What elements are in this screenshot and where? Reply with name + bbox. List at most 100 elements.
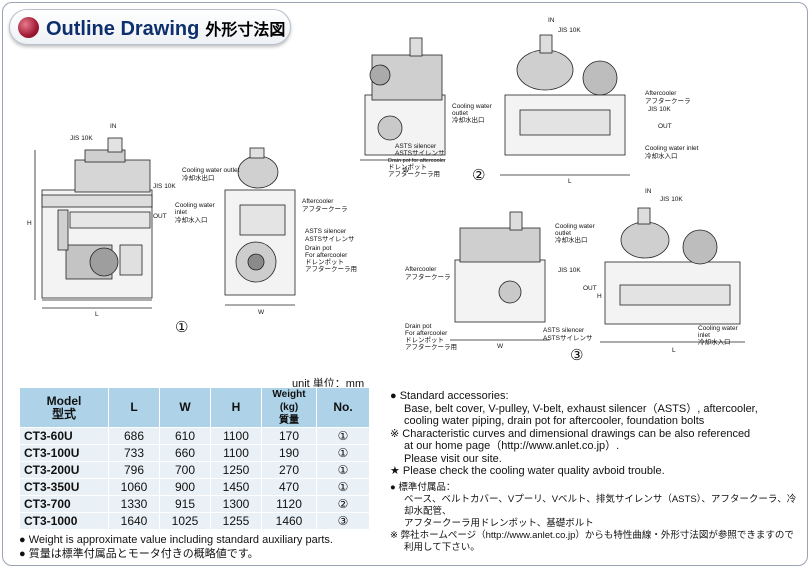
d3-drain-en1: Drain pot xyxy=(405,323,432,330)
d2-cw-inlet-jp: 冷却水入口 xyxy=(645,151,678,160)
d3-in-label: IN xyxy=(645,188,652,195)
d3-aftercooler-en: Aftercooler xyxy=(405,266,437,273)
d3-cw-inlet-en2: inlet xyxy=(698,332,710,339)
spec-cell-no: ① xyxy=(316,427,370,445)
d1-cw-inlet-en2: inlet xyxy=(175,209,187,216)
d2-asts-en: ASTS silencer xyxy=(395,143,437,150)
jp-std-title: ● 標準付属品： xyxy=(390,481,456,493)
spec-cell-l: 796 xyxy=(108,461,160,479)
d2-jis2-label: JIS 10K xyxy=(648,106,671,113)
d1-drain-en1: Drain pot xyxy=(305,245,332,252)
drawing-3-front-view xyxy=(600,207,745,343)
col-w: W xyxy=(159,387,211,428)
d3-drain-jp: ドレンポット xyxy=(405,336,444,344)
spec-cell-model: CT3-60U xyxy=(19,427,109,445)
col-weight: Weight (kg)質量 xyxy=(261,387,317,428)
d2-jis-label: JIS 10K xyxy=(558,27,581,34)
drawing-1-front-view xyxy=(224,147,296,306)
d2-asts-jp: ASTSサイレンサ xyxy=(395,149,444,157)
std-body-1: Base, belt cover, V-pulley, V-belt, exha… xyxy=(404,402,758,415)
drawing-2-side-view xyxy=(360,37,446,161)
d1-cw-outlet-jp: 冷却水出口 xyxy=(182,173,215,182)
d3-drain-en2: For aftercooler xyxy=(405,330,448,337)
spec-cell-weight: 1120 xyxy=(261,495,317,513)
d1-cw-outlet-en: Cooling water outlet xyxy=(182,167,240,174)
spec-cell-w: 915 xyxy=(159,495,211,513)
d2-in-label: IN xyxy=(548,17,555,24)
d2-drain-jp2: アフタークーラ用 xyxy=(388,169,440,178)
spec-cell-l: 733 xyxy=(108,444,160,462)
weight-note-jp: ● 質量は標準付属品とモータ付きの概略値です。 xyxy=(19,548,259,560)
bullet-icon xyxy=(18,17,39,38)
spec-cell-no: ① xyxy=(316,461,370,479)
d2-drain-en: Drain pot for aftercooler xyxy=(388,158,446,164)
d3-asts-en: ASTS silencer xyxy=(543,327,585,334)
spec-cell-no: ① xyxy=(316,444,370,462)
jp-notes: ● 標準付属品： ベース、ベルトカバー、Vプーリ、Vベルト、排気サイレンサ（AS… xyxy=(390,482,800,554)
std-title: ● Standard accessories: xyxy=(390,390,509,402)
d1-dim-l: L xyxy=(95,311,99,318)
spec-cell-l: 1060 xyxy=(108,478,160,496)
spec-cell-weight: 1460 xyxy=(261,512,317,530)
d2-aftercooler-jp: アフタークーラ xyxy=(645,96,691,105)
web-note-1: ※ Characteristic curves and dimensional … xyxy=(390,427,751,440)
d2-out-label: OUT xyxy=(658,123,672,130)
drawing-2-front-view xyxy=(500,34,630,176)
spec-cell-weight: 270 xyxy=(261,461,317,479)
d3-dim-l: L xyxy=(672,347,676,354)
d1-out-label: OUT xyxy=(153,213,167,220)
d1-drain-jp2: アフタークーラ用 xyxy=(305,264,357,273)
d3-out-label: OUT xyxy=(583,285,597,292)
d3-cw-outlet-jp: 冷却水出口 xyxy=(555,235,588,244)
col-h: H xyxy=(210,387,262,428)
col-l: L xyxy=(108,387,160,428)
d3-cw-outlet-en2: outlet xyxy=(555,230,571,237)
d1-aftercooler-en: Aftercooler xyxy=(302,198,334,205)
spec-cell-h: 1100 xyxy=(210,427,262,445)
d1-jis2-label: JIS 10K xyxy=(153,183,176,190)
d1-dim-h: H xyxy=(27,220,32,227)
d3-dim-w: W xyxy=(497,343,504,350)
d3-cw-inlet-en1: Cooling water xyxy=(698,325,739,332)
spec-cell-model: CT3-350U xyxy=(19,478,109,496)
d3-dim-h: H xyxy=(597,293,602,300)
std-body-2: cooling water piping, drain pot for afte… xyxy=(404,415,705,427)
d1-asts-jp: ASTSサイレンサ xyxy=(305,235,354,243)
spec-cell-h: 1300 xyxy=(210,495,262,513)
d2-dim-l: L xyxy=(568,178,572,185)
spec-cell-w: 610 xyxy=(159,427,211,445)
spec-cell-h: 1255 xyxy=(210,512,262,530)
drawing-3-side-view xyxy=(450,211,550,341)
web-note-3: Please visit our site. xyxy=(404,452,502,465)
spec-cell-w: 1025 xyxy=(159,512,211,530)
d1-cw-inlet-en1: Cooling water xyxy=(175,202,216,209)
jp-std-body-1: ベース、ベルトカバー、Vプーリ、Vベルト、排気サイレンサ（ASTS）、アフターク… xyxy=(404,493,797,517)
accessory-notes: ● Standard accessories: Base, belt cover… xyxy=(390,390,800,554)
d3-cw-inlet-jp: 冷却水入口 xyxy=(698,337,731,346)
spec-cell-model: CT3-700 xyxy=(19,495,109,513)
d3-jis-label: JIS 10K xyxy=(660,196,683,203)
jp-web-2: 利用して下さい。 xyxy=(404,541,480,553)
d1-dim-w: W xyxy=(258,309,265,316)
d3-number: ③ xyxy=(570,347,583,364)
spec-cell-weight: 470 xyxy=(261,478,317,496)
d2-number: ② xyxy=(472,167,485,184)
spec-cell-w: 660 xyxy=(159,444,211,462)
d2-cw-outlet-en1: Cooling water xyxy=(452,103,493,110)
d1-drain-jp: ドレンポット xyxy=(305,258,344,266)
web-note-2: at our home page（http://www.anlet.co.jp）… xyxy=(404,440,620,452)
outline-drawings: IN JIS 10K JIS 10K OUT Cooling water out… xyxy=(27,17,745,364)
d1-in-label: IN xyxy=(110,123,117,130)
weight-note-en: ● Weight is approximate value including … xyxy=(19,534,333,546)
d1-drain-en2: For aftercooler xyxy=(305,252,348,259)
water-note: ★ Please check the cooling water quality… xyxy=(390,465,665,477)
d1-aftercooler-jp: アフタークーラ xyxy=(302,204,348,213)
